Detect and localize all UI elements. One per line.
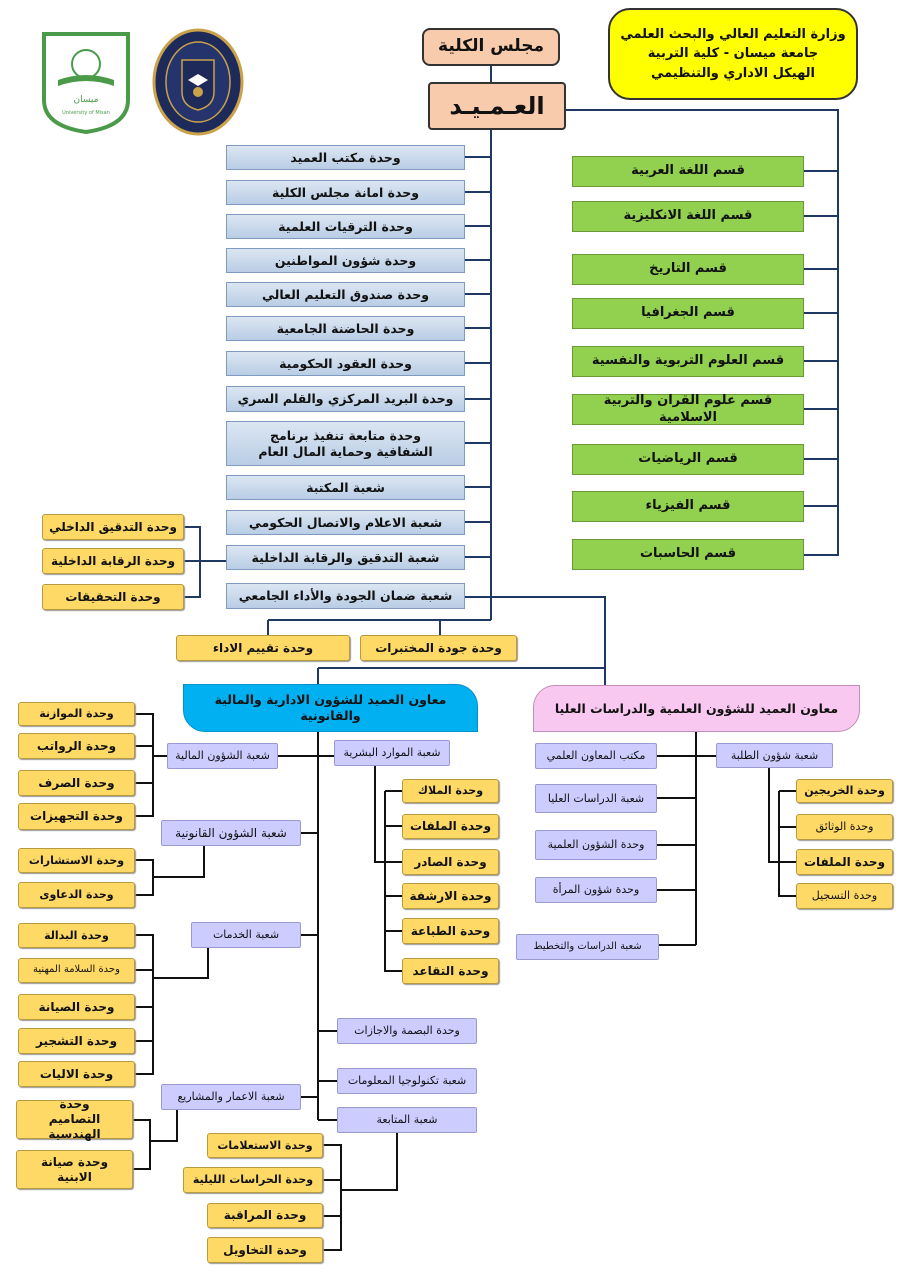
section-media: شعبة الاعلام والاتصال الحكومي xyxy=(226,510,465,535)
unit-council-secretariat: وحدة امانة مجلس الكلية xyxy=(226,180,465,205)
dean-box: العـمـيـد xyxy=(428,82,566,130)
unit-printing: وحدة الطباعة xyxy=(402,918,499,944)
unit-staff: وحدة الملاك xyxy=(402,779,499,803)
unit-maintenance: وحدة الصيانة xyxy=(18,994,135,1020)
science-assistant-dean: معاون العميد للشؤون العلمية والدراسات ال… xyxy=(533,685,860,732)
unit-disbursement: وحدة الصرف xyxy=(18,770,135,796)
section-followup: شعبة المتابعة xyxy=(337,1107,477,1133)
unit-investigations: وحدة التحقيقات xyxy=(42,584,184,610)
unit-citizens-affairs: وحدة شؤون المواطنين xyxy=(226,248,465,273)
unit-consultations: وحدة الاستشارات xyxy=(18,848,135,873)
unit-registration: وحدة التسجيل xyxy=(796,883,893,909)
header-line-structure: الهيكل الاداري والتنظيمي xyxy=(651,65,815,81)
section-audit: شعبة التدقيق والرقابة الداخلية xyxy=(226,545,465,570)
unit-women-affairs: وحدة شؤون المرأة xyxy=(535,877,657,903)
department-history: قسم التاريخ xyxy=(572,254,804,285)
unit-internal-control: وحدة الرقابة الداخلية xyxy=(42,548,184,574)
section-library: شعبة المكتبة xyxy=(226,475,465,500)
department-educational-sciences: قسم العلوم التربوية والنفسية xyxy=(572,346,804,377)
unit-outgoing: وحدة الصادر xyxy=(402,849,499,875)
section-hr: شعبة الموارد البشرية xyxy=(334,740,450,766)
department-computers: قسم الحاسبات xyxy=(572,539,804,570)
section-services: شعبة الخدمات xyxy=(191,922,301,948)
unit-building-maintenance: وحدة صيانة الابنية xyxy=(16,1150,133,1189)
unit-dean-office: وحدة مكتب العميد xyxy=(226,145,465,170)
unit-transparency-program: وحدة متابعة تنفيذ برنامج الشفافية وحماية… xyxy=(226,421,465,466)
unit-higher-education-fund: وحدة صندوق التعليم العالي xyxy=(226,282,465,307)
section-projects: شعبة الاعمار والمشاريع xyxy=(161,1084,301,1110)
section-graduate-studies: شعبة الدراسات العليا xyxy=(535,784,657,813)
svg-text:University of Misan: University of Misan xyxy=(62,110,110,116)
unit-salaries: وحدة الرواتب xyxy=(18,733,135,759)
unit-central-mail: وحدة البريد المركزي والقلم السري xyxy=(226,386,465,412)
college-council-box: مجلس الكلية xyxy=(422,28,560,66)
unit-occupational-safety: وحدة السلامة المهنية xyxy=(18,958,135,983)
unit-information: وحدة الاستعلامات xyxy=(207,1133,323,1158)
svg-text:ميسان: ميسان xyxy=(74,95,99,105)
unit-documents: وحدة الوثائق xyxy=(796,814,893,840)
unit-lab-quality: وحدة جودة المختبرات xyxy=(360,635,517,661)
unit-lawsuits: وحدة الدعاوى xyxy=(18,882,135,908)
section-legal: شعبة الشؤون القانونية xyxy=(161,820,301,846)
section-it: شعبة تكنولوجيا المعلومات xyxy=(337,1068,477,1094)
section-quality: شعبة ضمان الجودة والأداء الجامعي xyxy=(226,583,465,609)
department-arabic: قسم اللغة العربية xyxy=(572,156,804,187)
unit-afforestation: وحدة التشجير xyxy=(18,1028,135,1054)
department-geography: قسم الجغرافيا xyxy=(572,298,804,329)
unit-fingerprint: وحدة البصمة والاجازات xyxy=(337,1018,477,1044)
unit-supplies: وحدة التجهيزات xyxy=(18,803,135,830)
unit-internal-audit: وحدة التدقيق الداخلي xyxy=(42,514,184,540)
unit-monitoring: وحدة المراقبة xyxy=(207,1203,323,1228)
college-of-education-logo xyxy=(152,28,244,136)
section-finance: شعبة الشؤون المالية xyxy=(167,743,278,769)
unit-files: وحدة الملفات xyxy=(402,814,499,839)
unit-vehicles: وحدة الاليات xyxy=(18,1061,135,1087)
unit-night-guards: وحدة الحراسات الليلية xyxy=(183,1167,323,1193)
department-english: قسم اللغة الانكليزية xyxy=(572,201,804,232)
unit-authorizations: وحدة التخاويل xyxy=(207,1237,323,1263)
unit-graduates: وحدة الخريجين xyxy=(796,779,893,803)
department-quran-sciences: قسم علوم القران والتربية الاسلامية xyxy=(572,393,804,425)
unit-budget: وحدة الموازنة xyxy=(18,702,135,726)
section-studies-planning: شعبة الدراسات والتخطيط xyxy=(516,934,659,960)
unit-student-files: وحدة الملفات xyxy=(796,849,893,875)
unit-performance-evaluation: وحدة تقييم الاداء xyxy=(176,635,350,661)
unit-scientific-affairs: وحدة الشؤون العلمية xyxy=(535,830,657,860)
department-mathematics: قسم الرياضيات xyxy=(572,444,804,475)
department-physics: قسم الفيزياء xyxy=(572,491,804,522)
section-student-affairs: شعبة شؤون الطلبة xyxy=(716,743,833,768)
unit-retirement: وحدة التقاعد xyxy=(402,958,499,984)
unit-switchboard: وحدة البدالة xyxy=(18,923,135,948)
unit-promotions: وحدة الترقيات العلمية xyxy=(226,214,465,239)
ministry-header: وزارة التعليم العالي والبحث العلمي جامعة… xyxy=(608,8,858,100)
university-of-misan-logo: ميسان University of Misan xyxy=(42,32,130,134)
unit-archiving: وحدة الارشفة xyxy=(402,883,499,909)
header-line-university: جامعة ميسان - كلية التربية xyxy=(647,46,819,62)
unit-government-contracts: وحدة العقود الحكومية xyxy=(226,351,465,376)
unit-engineering-designs: وحدة التصاميم الهندسية xyxy=(16,1097,133,1141)
admin-assistant-dean: معاون العميد للشؤون الادارية والمالية وا… xyxy=(183,684,478,732)
unit-university-incubator: وحدة الحاضنة الجامعية xyxy=(226,316,465,341)
science-office: مكتب المعاون العلمي xyxy=(535,743,657,769)
header-line-ministry: وزارة التعليم العالي والبحث العلمي xyxy=(620,26,846,42)
